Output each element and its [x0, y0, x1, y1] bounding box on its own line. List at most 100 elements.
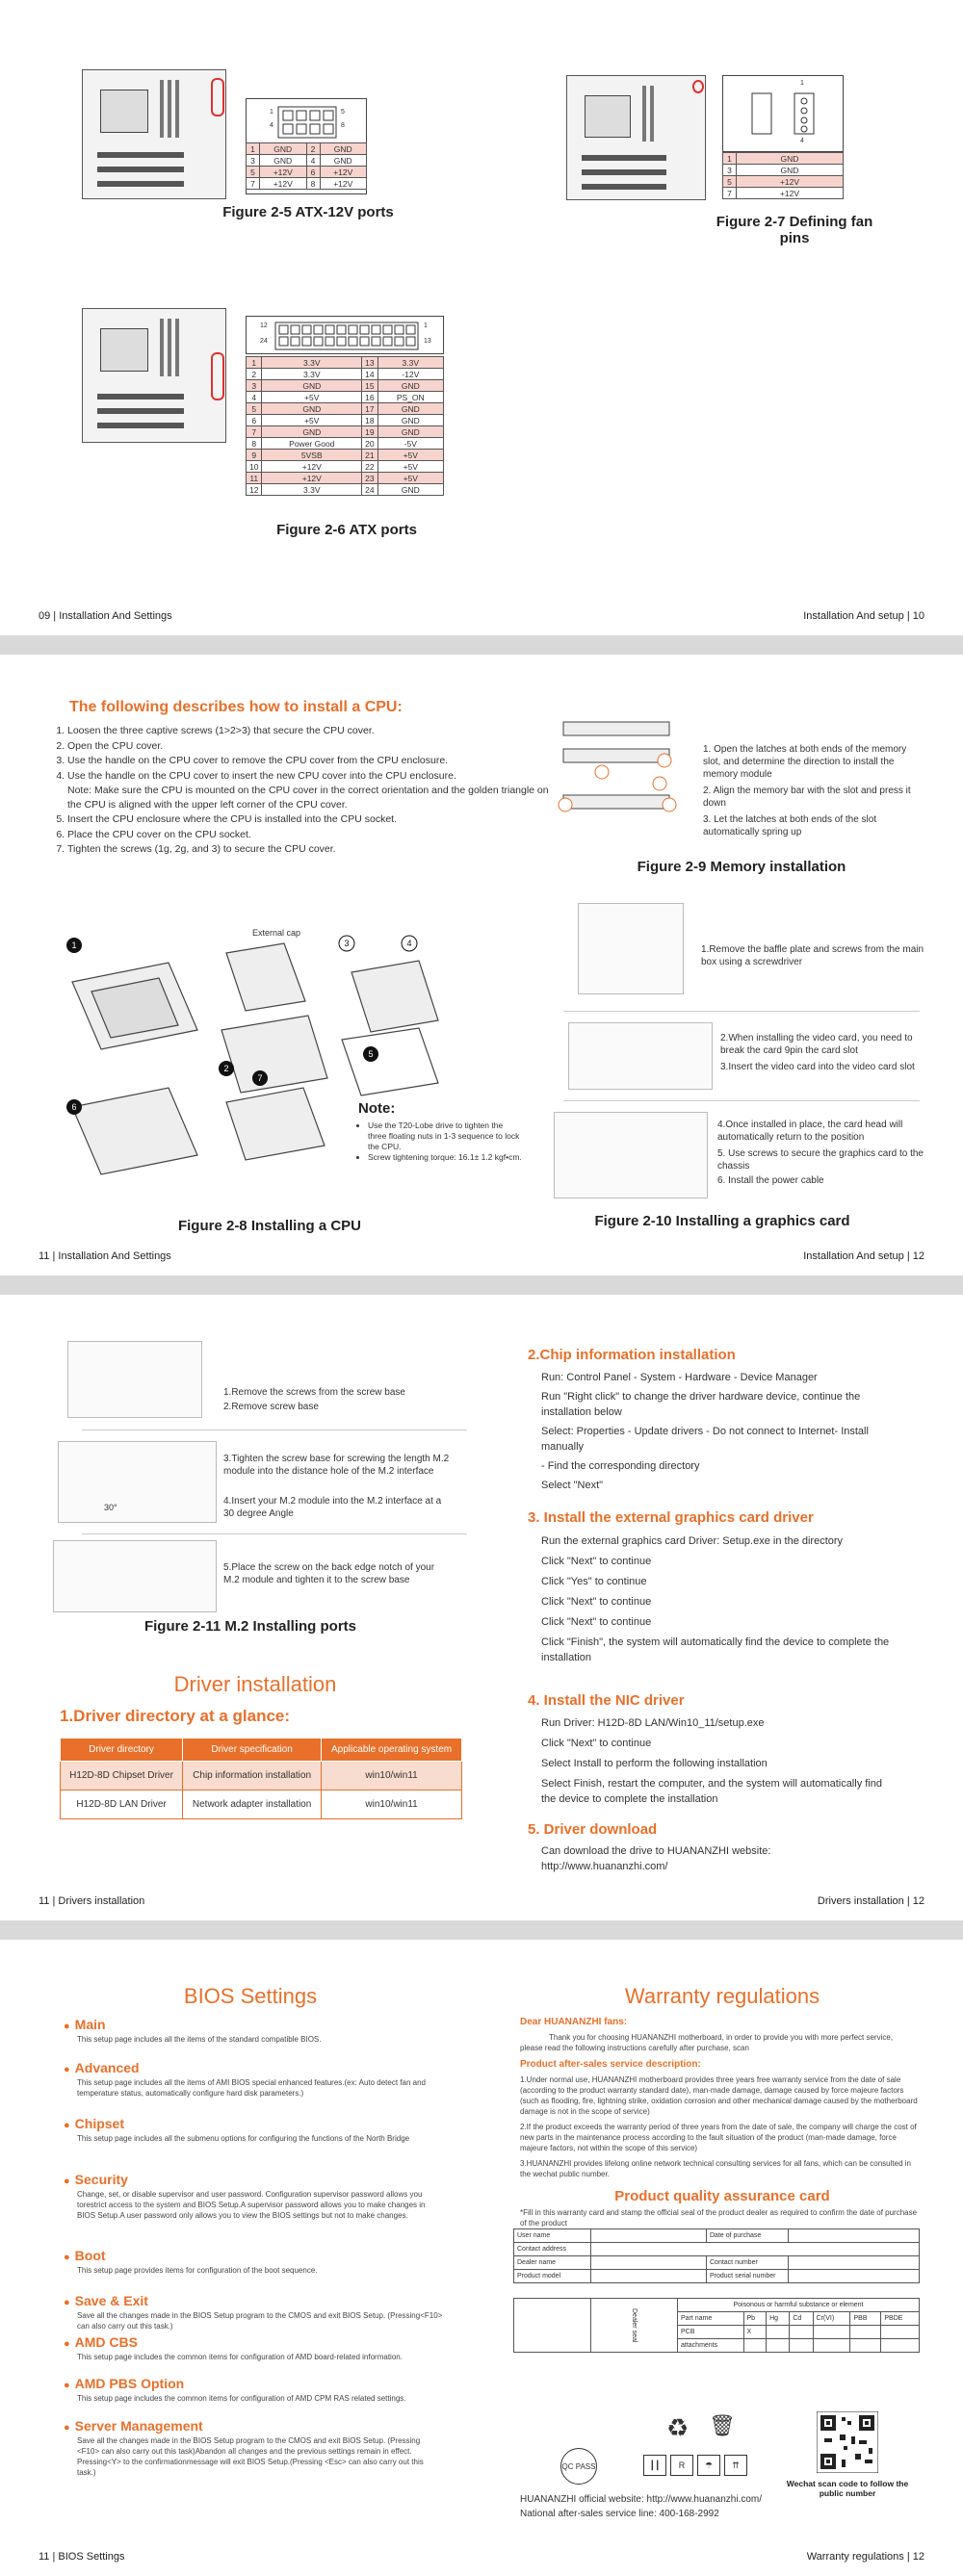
recycle-small-icon: R	[670, 2455, 693, 2476]
pin-cell: 1	[246, 142, 260, 155]
gpu-step-6: 6. Install the power cable	[717, 1175, 824, 1186]
pin-cell: +5V	[377, 449, 445, 461]
hazard-cell	[789, 2338, 814, 2353]
field-value[interactable]	[788, 2269, 920, 2283]
field-label: Contact number	[706, 2255, 789, 2270]
hazard-col: PBDE	[880, 2311, 920, 2326]
instruction-line: Select Finish, restart the computer, and…	[541, 1778, 882, 1805]
field-label: Contact address	[513, 2242, 591, 2256]
pin-number-label: 13	[424, 338, 431, 345]
pin-number-label: 5	[341, 109, 345, 116]
driver-table-cell: H12D-8D Chipset Driver	[59, 1761, 184, 1790]
aftersales-item: 3.HUANANZHI provides lifelong online net…	[520, 2159, 911, 2178]
bios-item-desc: Save all the changes made in the BIOS Se…	[77, 2311, 443, 2331]
pin-cell: 5VSB	[261, 449, 363, 461]
pin-cell: 3	[722, 164, 737, 176]
nic-driver-title: 4. Install the NIC driver	[528, 1692, 685, 1709]
gpu-step-4: 4.Once installed in place, the card head…	[717, 1120, 903, 1143]
field-value[interactable]	[590, 2242, 920, 2256]
field-label: User name	[513, 2228, 591, 2243]
bios-item-title: Advanced	[75, 2060, 443, 2075]
pin-cell: GND	[259, 154, 307, 167]
pin-cell: 10	[245, 460, 263, 473]
field-value[interactable]	[788, 2255, 920, 2270]
pin-cell: GND	[259, 142, 307, 155]
pin-row: 5+12V	[722, 175, 844, 188]
pin-cell: GND	[261, 402, 363, 415]
motherboard-diagram-atx	[82, 308, 226, 443]
instruction-line: Select Install to perform the following …	[541, 1758, 768, 1769]
motherboard-diagram-atx12v	[82, 69, 226, 199]
pin-cell: +5V	[261, 414, 363, 426]
pin-cell: GND	[261, 379, 363, 392]
page-m2-drivers: 1.Remove the screws from the screw base …	[0, 1295, 963, 1920]
bios-item-desc: This setup page includes the common item…	[77, 2353, 403, 2361]
field-value[interactable]	[590, 2228, 707, 2243]
footer-right: Installation And setup | 10	[803, 610, 924, 622]
pin-cell: 2	[245, 368, 263, 380]
dealer-seal-label: Dealer seal	[590, 2298, 678, 2353]
fan-pin-diagram	[751, 92, 815, 135]
caption-cpu: Figure 2-8 Installing a CPU	[177, 1218, 362, 1234]
field-label: Dealer name	[513, 2255, 591, 2270]
bios-item-title: AMD CBS	[75, 2334, 443, 2350]
pin-cell: 2	[305, 142, 321, 155]
video-card-slot-illustration	[568, 1022, 713, 1090]
aftersales-item: 1.Under normal use, HUANANZHI motherboar…	[520, 2075, 918, 2116]
field-value[interactable]	[590, 2255, 707, 2270]
pin-number-label: 12	[260, 322, 268, 329]
field-value[interactable]	[590, 2269, 707, 2283]
pin-cell: +12V	[261, 472, 363, 484]
pin-cell: GND	[736, 152, 844, 165]
pin-cell: 7	[722, 187, 737, 199]
svg-text:6: 6	[71, 1102, 76, 1112]
svg-text:4: 4	[406, 939, 411, 948]
cpu-step-text: Open the CPU cover.	[67, 739, 164, 752]
pin-cell: GND	[377, 402, 445, 415]
driver-table-cell: Chip information installation	[182, 1761, 323, 1790]
hazard-cell	[766, 2338, 791, 2353]
official-website[interactable]: HUANANZHI official website: http://www.h…	[520, 2494, 763, 2505]
instruction-line[interactable]: http://www.huananzhi.com/	[541, 1861, 668, 1872]
pin-cell: 12	[245, 483, 263, 496]
field-value[interactable]	[788, 2228, 920, 2243]
cpu-step: Tighten the screws (1g, 2g, and 3) to se…	[67, 842, 551, 857]
cpu-step-text: Insert the CPU enclosure where the CPU i…	[67, 813, 397, 825]
hazard-row: attachments	[514, 2338, 920, 2353]
footer-right: Drivers installation | 12	[817, 1895, 924, 1907]
m2-step-2: 2.Remove screw base	[223, 1402, 319, 1412]
field-label: Date of purchase	[706, 2228, 789, 2243]
atx12v-pin-diagram	[277, 106, 337, 139]
pin-number-label: 1	[800, 80, 804, 87]
chassis-illustration	[578, 903, 684, 994]
chip-install-steps: Run: Control Panel - System - Hardware -…	[541, 1370, 898, 1497]
pin-number-label: 24	[260, 338, 268, 345]
card-title: Product quality assurance card	[614, 2188, 830, 2204]
recycle-icon: ♻	[666, 2413, 690, 2442]
external-cap-label: External cap	[252, 928, 301, 938]
svg-text:7: 7	[257, 1073, 262, 1083]
angle-label: 30°	[104, 1503, 117, 1512]
cpu-step-text: Loosen the three captive screws (1>2>3) …	[67, 725, 375, 736]
hazard-col: Part name	[677, 2311, 744, 2326]
gpu-step-3: 3.Insert the video card into the video c…	[720, 1062, 915, 1072]
driver-table-head-cell: Driver directory	[59, 1738, 184, 1762]
driver-install-title: Driver installation	[173, 1672, 337, 1696]
pin-cell: +5V	[377, 472, 445, 484]
pin-cell: 3	[245, 379, 263, 392]
driver-table-cell: win10/win11	[321, 1761, 462, 1790]
